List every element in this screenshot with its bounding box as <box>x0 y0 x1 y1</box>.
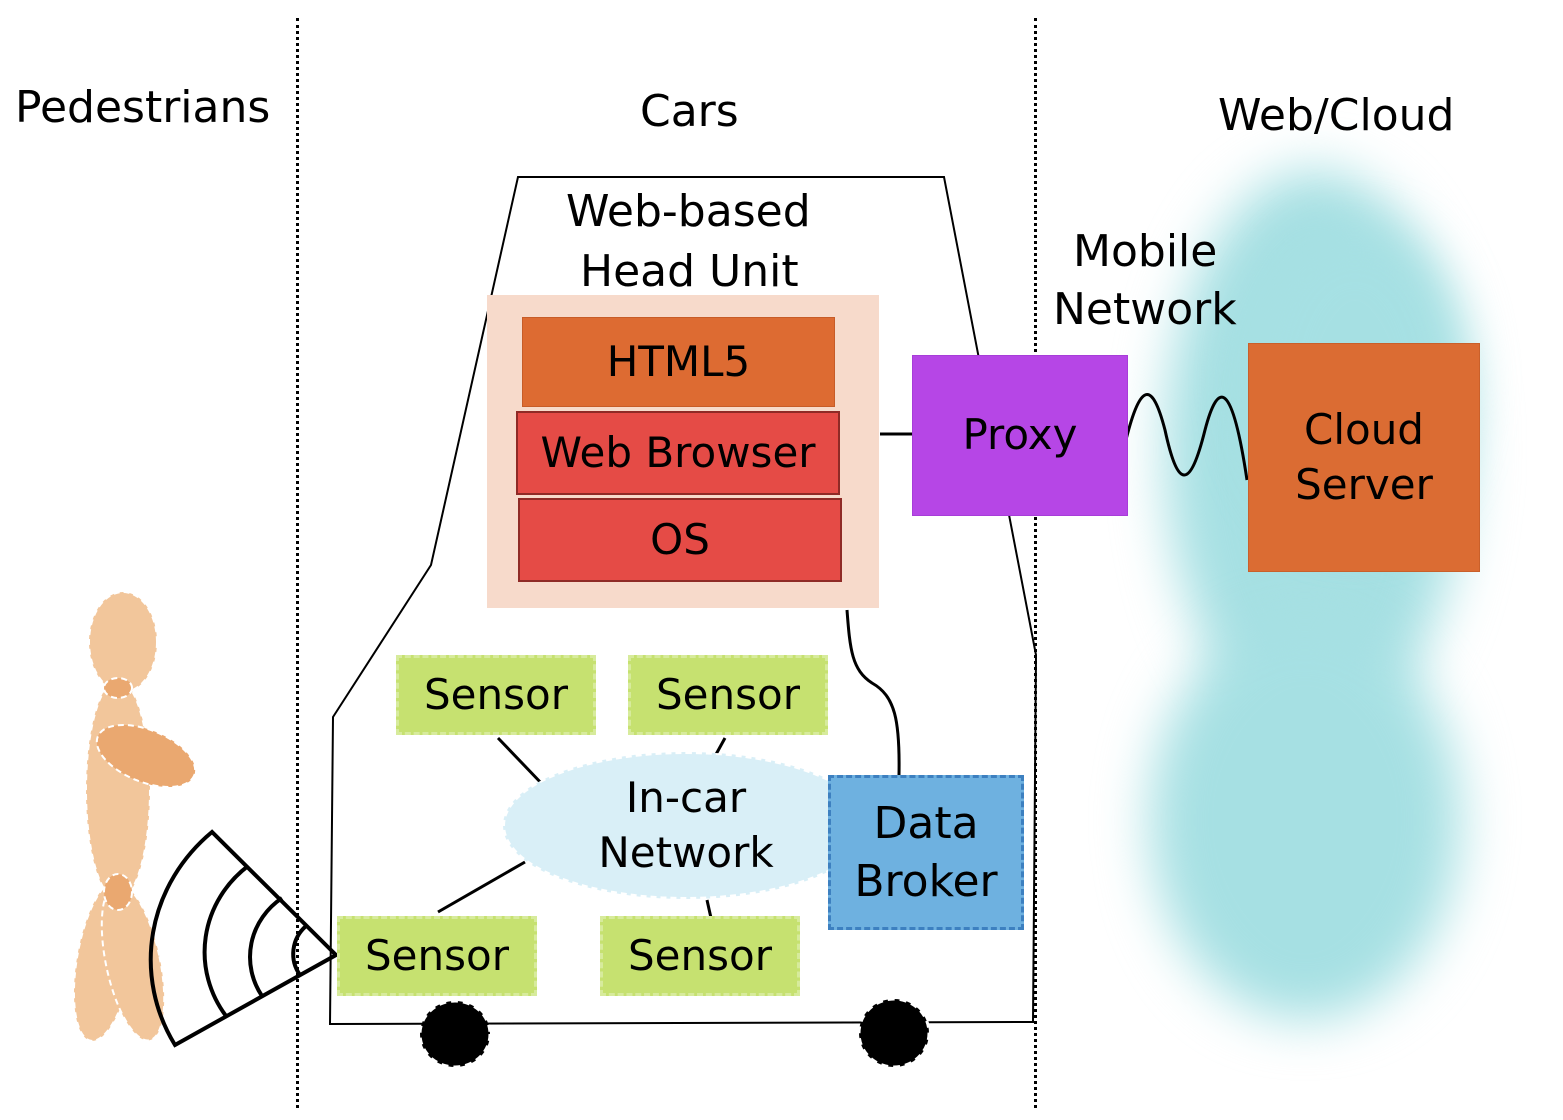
os-layer: OS <box>518 498 842 582</box>
incar-network-line1: In-car <box>625 772 747 822</box>
divider-left <box>296 18 299 1108</box>
cloud-server-box: Cloud Server <box>1248 343 1480 572</box>
sensor-bottom-right: Sensor <box>600 916 800 996</box>
sensor1-network-link <box>496 736 546 788</box>
proxy-box: Proxy <box>912 355 1128 516</box>
html5-layer-label: HTML5 <box>606 336 751 386</box>
data-broker-line1: Data <box>873 798 979 850</box>
head-unit-title-line2: Head Unit <box>580 246 799 297</box>
radar-signal-icon <box>148 829 340 1048</box>
headunit-broker-link <box>845 609 901 776</box>
wheel-front <box>418 999 492 1069</box>
pedestrian-figure <box>72 591 197 1042</box>
web-browser-layer-label: Web Browser <box>540 427 816 477</box>
incar-network-line2: Network <box>598 827 774 877</box>
mobile-network-line2: Network <box>1053 284 1237 335</box>
sensor-top-left-label: Sensor <box>424 669 568 719</box>
proxy-label: Proxy <box>962 410 1078 460</box>
web-browser-layer: Web Browser <box>516 411 840 495</box>
data-broker-line2: Broker <box>854 855 998 907</box>
sensor-top-left: Sensor <box>396 655 596 735</box>
wireless-link <box>1122 393 1249 481</box>
sensor-bottom-right-label: Sensor <box>628 930 772 980</box>
data-broker-box: Data Broker <box>828 775 1024 930</box>
divider-right <box>1034 18 1037 1108</box>
head-unit-title-line1: Web-based <box>566 186 811 237</box>
html5-layer: HTML5 <box>522 317 835 407</box>
sensor4-network-link <box>705 899 713 919</box>
cloud-server-line2: Server <box>1295 459 1433 509</box>
zone-web-cloud-label: Web/Cloud <box>1218 90 1455 141</box>
sensor-top-right-label: Sensor <box>656 669 800 719</box>
sensor-bottom-left-label: Sensor <box>365 930 509 980</box>
cloud-server-line1: Cloud <box>1304 404 1424 454</box>
wheel-rear <box>857 997 931 1069</box>
sensor-top-right: Sensor <box>628 655 828 735</box>
os-layer-label: OS <box>650 514 710 564</box>
sensor-bottom-left: Sensor <box>337 916 537 996</box>
car-outline <box>328 176 1038 1026</box>
zone-cars-label: Cars <box>640 86 739 137</box>
sensor3-network-link <box>437 860 526 914</box>
incar-network-ellipse: In-car Network <box>503 752 869 899</box>
mobile-network-line1: Mobile <box>1073 226 1218 277</box>
zone-pedestrians-label: Pedestrians <box>15 82 271 133</box>
